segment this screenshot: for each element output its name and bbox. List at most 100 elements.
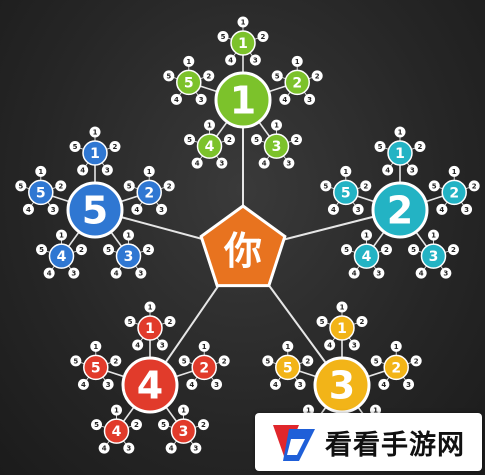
center-label: 你 xyxy=(223,229,262,273)
leaf-node-5-1-1-label: 1 xyxy=(93,129,98,137)
leaf-node-2-4-1-circle xyxy=(360,229,372,241)
leaf-node-5-3-5: 5 xyxy=(103,244,115,256)
leaf-node-2-5-4-label: 4 xyxy=(331,206,336,214)
leaf-node-3-1-5: 5 xyxy=(316,316,328,328)
leaf-node-5-3-4: 4 xyxy=(110,267,122,279)
leaf-node-5-4-4-label: 4 xyxy=(47,270,52,278)
leaf-node-4-3-4-label: 4 xyxy=(169,445,174,453)
leaf-node-4-2-4-circle xyxy=(186,378,198,390)
leaf-node-4-5-3-circle xyxy=(102,378,114,390)
leaf-node-1-5-5-circle xyxy=(163,70,175,82)
leaf-node-4-3-3: 3 xyxy=(190,442,202,454)
sub-node-2-4-label: 4 xyxy=(362,249,372,265)
leaf-node-4-5-4-circle xyxy=(77,378,89,390)
leaf-node-2-3-2-circle xyxy=(447,244,459,256)
leaf-node-2-1-5: 5 xyxy=(374,141,386,153)
leaf-node-5-4-2-label: 2 xyxy=(79,246,84,254)
leaf-node-4-4-4: 4 xyxy=(98,442,110,454)
watermark-badge: 看看手游网 xyxy=(255,413,482,471)
leaf-node-1-3-5-circle xyxy=(251,134,263,146)
leaf-node-1-4-1-label: 1 xyxy=(207,122,212,130)
leaf-node-4-2-4: 4 xyxy=(186,378,198,390)
leaf-node-1-1-3: 3 xyxy=(249,54,261,66)
leaf-node-2-3-3: 3 xyxy=(440,267,452,279)
leaf-node-2-2-3-label: 3 xyxy=(464,206,469,214)
leaf-node-3-5-1-label: 1 xyxy=(285,343,290,351)
leaf-node-1-1-5: 5 xyxy=(217,31,229,43)
leaf-node-4-1-5: 5 xyxy=(124,316,136,328)
leaf-node-1-5-2: 2 xyxy=(203,70,215,82)
hub-node-1-label: 1 xyxy=(230,79,256,123)
leaf-node-2-2-5-label: 5 xyxy=(432,182,437,190)
leaf-node-5-5-3-label: 3 xyxy=(51,206,56,214)
leaf-node-2-2-3-circle xyxy=(461,203,473,215)
leaf-node-3-2-2: 2 xyxy=(410,355,422,367)
leaf-node-3-1-4-label: 4 xyxy=(327,342,332,350)
leaf-node-5-1-5-circle xyxy=(69,141,81,153)
leaf-node-4-4-2: 2 xyxy=(130,419,142,431)
leaf-node-1-2-5-label: 5 xyxy=(275,72,280,80)
leaf-node-2-5-3-circle xyxy=(352,203,364,215)
leaf-node-5-2-5: 5 xyxy=(123,180,135,192)
sub-node-2-3-circle xyxy=(420,243,447,269)
leaf-node-5-4-3: 3 xyxy=(68,267,80,279)
leaf-node-5-3-1-circle xyxy=(123,229,135,241)
leaf-node-5-3-3: 3 xyxy=(135,267,147,279)
leaf-node-3-1-4: 4 xyxy=(324,339,336,351)
leaf-node-5-5-5: 5 xyxy=(15,180,27,192)
leaf-node-1-5-1-label: 1 xyxy=(186,58,191,66)
sub-node-2-1-label: 1 xyxy=(395,146,405,162)
sub-node-3-2-circle xyxy=(383,354,409,381)
leaf-node-2-2-1-label: 1 xyxy=(452,168,457,176)
leaf-node-1-5-3-circle xyxy=(195,93,207,105)
leaf-node-4-5-2: 2 xyxy=(110,355,122,367)
sub-node-1-4-label: 4 xyxy=(205,139,215,155)
sub-node-2-5: 5 xyxy=(333,179,359,206)
sub-node-4-2: 2 xyxy=(191,354,217,381)
leaf-node-4-3-2-circle xyxy=(197,419,209,431)
leaf-node-1-1-2-circle xyxy=(257,31,269,43)
leaf-node-3-1-2-label: 2 xyxy=(360,318,365,326)
sub-node-3-1-label: 1 xyxy=(337,321,347,337)
leaf-node-1-3-3: 3 xyxy=(283,157,295,169)
leaf-node-2-2-5-circle xyxy=(428,180,440,192)
leaf-node-5-5-3: 3 xyxy=(47,203,59,215)
leaf-node-5-1-1-circle xyxy=(89,126,101,138)
leaf-node-3-1-1: 1 xyxy=(336,301,348,313)
leaf-node-2-1-3: 3 xyxy=(406,164,418,176)
leaf-node-2-5-4: 4 xyxy=(327,203,339,215)
leaf-node-2-1-4-circle xyxy=(382,164,394,176)
leaf-node-5-5-3-circle xyxy=(47,203,59,215)
sub-node-4-1-circle xyxy=(137,315,163,341)
sub-node-4-5-label: 5 xyxy=(91,360,101,376)
leaf-node-2-2-2: 2 xyxy=(468,180,480,192)
leaf-node-3-1-5-circle xyxy=(316,316,328,328)
hub-node-1: 1 xyxy=(214,71,272,129)
leaf-node-4-3-1-label: 1 xyxy=(181,407,186,415)
leaf-node-4-5-1-label: 1 xyxy=(93,343,98,351)
leaf-node-1-5-3-label: 3 xyxy=(199,96,204,104)
leaf-node-5-5-2-circle xyxy=(55,180,67,192)
leaf-node-3-2-3: 3 xyxy=(403,378,415,390)
leaf-node-2-2-4: 4 xyxy=(436,203,448,215)
leaf-node-3-4-1-circle xyxy=(302,404,314,416)
leaf-node-4-1-5-label: 5 xyxy=(128,318,133,326)
leaf-node-1-2-1-circle xyxy=(291,55,303,67)
leaf-node-5-5-1-label: 1 xyxy=(38,168,43,176)
leaf-node-2-3-1: 1 xyxy=(428,229,440,241)
leaf-node-2-2-2-circle xyxy=(468,180,480,192)
leaf-node-4-3-4: 4 xyxy=(165,442,177,454)
leaf-node-1-1-4-label: 4 xyxy=(228,57,233,65)
leaf-node-2-4-3: 3 xyxy=(373,267,385,279)
leaf-node-4-5-3: 3 xyxy=(102,378,114,390)
hub-node-3-label: 3 xyxy=(329,364,355,408)
leaf-node-2-1-1: 1 xyxy=(394,126,406,138)
leaf-node-4-1-2-circle xyxy=(164,316,176,328)
leaf-node-2-3-5: 5 xyxy=(408,244,420,256)
leaf-node-3-1-1-circle xyxy=(336,301,348,313)
leaf-node-5-3-4-label: 4 xyxy=(114,270,119,278)
leaf-node-5-1-3-circle xyxy=(101,164,113,176)
leaf-node-1-2-2-label: 2 xyxy=(315,72,320,80)
